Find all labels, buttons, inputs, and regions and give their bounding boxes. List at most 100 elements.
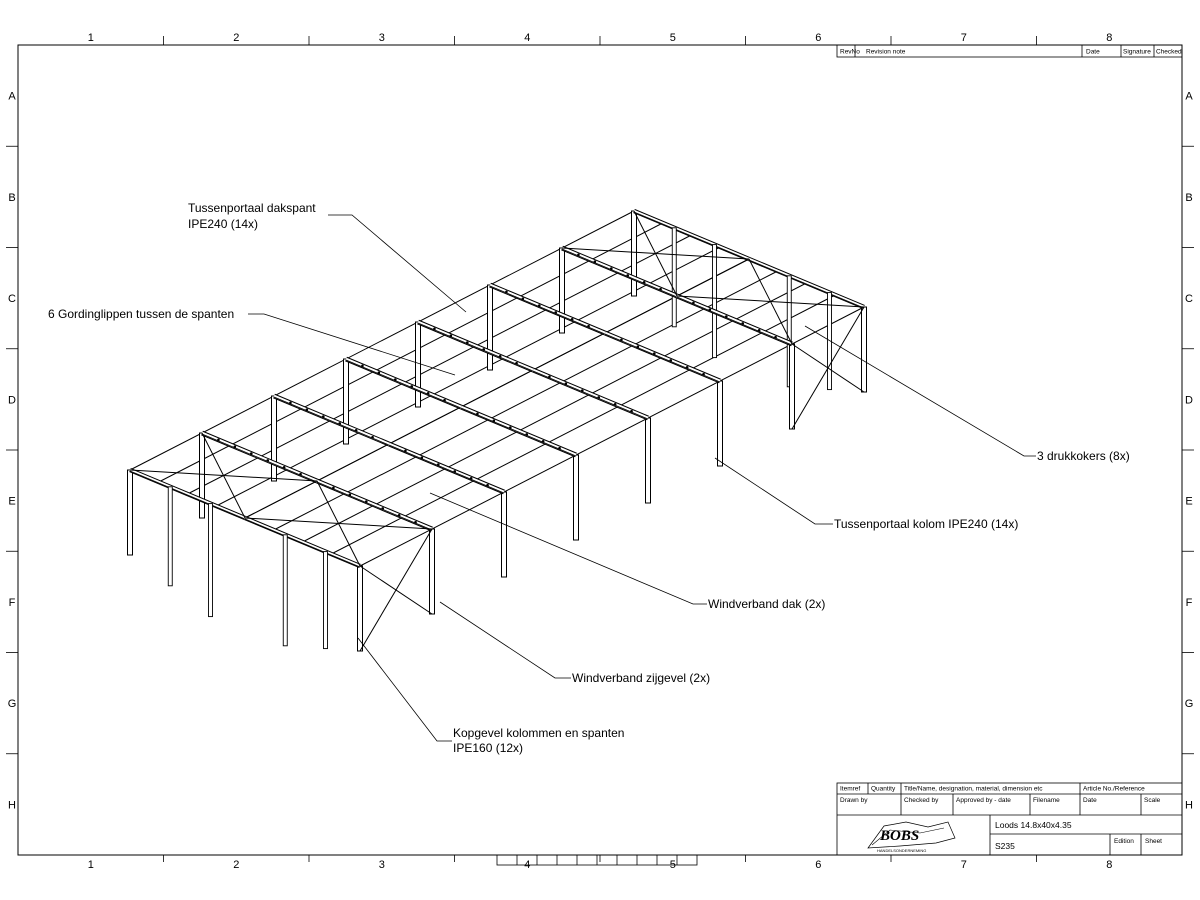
tb-title-value: Loods 14.8x40x4.35 [995,820,1072,830]
column-marker-bottom: 2 [233,859,239,871]
portal-rafter [417,320,534,372]
gording-lip [465,341,469,344]
callout-kopgevel-line2: IPE160 (12x) [453,741,523,755]
row-marker-right: D [1185,394,1193,406]
column-marker-top: 5 [670,32,676,44]
scale-bar [496,854,698,866]
gording-lip [332,486,335,490]
purlin [216,246,721,507]
portal-rafter-edge [316,481,433,531]
leader-windverband-dak [429,492,707,605]
row-marker-right: G [1185,698,1194,710]
gording-lip [305,408,309,412]
row-marker-left: H [8,799,16,811]
gording-lip [741,322,745,325]
callout-windverband-dak: Windverband dak (2x) [708,597,825,611]
revision-block: RevNo Revision note Date Signature Check… [836,44,1183,58]
gording-lip [282,465,286,469]
portal-rafter [129,468,246,520]
purlin [302,282,807,543]
gording-lip [420,456,424,460]
purlin [273,270,778,531]
tb-edition: Edition [1114,838,1134,845]
gable-column [671,227,677,328]
callout-drukkokers: 3 drukkokers (8x) [1037,449,1130,463]
gording-lip [508,426,512,429]
purlin [244,258,750,519]
gording-lip [433,327,436,331]
portal-rafter [345,357,462,409]
column-marker-bottom: 7 [961,859,967,871]
column-marker-top: 3 [379,32,385,44]
column-marker-top: 4 [524,32,530,44]
portal-column [559,247,565,334]
gording-lip [669,359,673,362]
gording-lip [515,361,518,365]
wall-wind-bracing [359,528,433,652]
gording-lip [482,348,486,351]
row-marker-left: C [8,293,16,305]
gording-lip [505,290,508,294]
gording-lip [577,253,580,257]
tb-scale: Scale [1144,797,1161,804]
gording-lip [436,463,440,466]
gording-lip [404,449,407,453]
tb-approved-by: Approved by - date [956,797,1011,804]
callout-dakspant-line1: Tussenportaal dakspant [188,201,316,215]
gording-lip [299,472,302,476]
gording-lip [593,260,597,264]
column-marker-top: 6 [815,32,821,44]
title-block: Itemref Quantity Title/Name, designation… [836,782,1183,856]
portal-rafter [201,431,318,483]
portal-rafter-edge [345,359,462,409]
portal-rafter [676,294,793,346]
portal-rafter [273,394,390,446]
portal-column [717,380,723,467]
gording-lip [613,402,617,406]
portal-rafter [532,368,649,420]
portal-rafter [633,209,750,261]
tb-itemref: Itemref [840,786,860,793]
gording-lip [492,419,496,423]
logo-subtext: HANDELSONDERNEMING [877,848,926,853]
portal-rafter-edge [388,444,505,494]
roof-wind-bracing [748,258,793,345]
gording-lip [537,304,541,307]
gording-lip [377,371,381,375]
wall-wind-bracing [791,306,865,430]
column-marker-top: 8 [1106,32,1112,44]
portal-rafter [316,479,433,531]
portal-rafter-edge [244,518,361,568]
column-marker-bottom: 3 [379,859,385,871]
row-marker-left: G [8,698,17,710]
leader-kopgevel [357,637,452,742]
portal-column [487,284,493,371]
gording-lip [338,422,342,425]
column-marker-top: 7 [961,32,967,44]
purlin [129,210,635,471]
gording-lip [414,520,417,524]
callout-windverband-zijgevel: Windverband zijgevel (2x) [572,671,710,685]
portal-column [271,395,277,482]
gording-lip [541,439,545,443]
portal-rafter-edge [489,285,606,335]
column-marker-top: 2 [233,32,239,44]
tb-sheet: Sheet [1145,838,1162,845]
portal-rafter-edge [460,407,577,457]
roof-wind-bracing [201,432,246,519]
purlin [359,306,865,567]
portal-rafter [561,246,678,298]
callout-kopgevel-line1: Kopgevel kolommen en spanten [453,726,624,740]
portal-rafter [748,257,865,309]
rev-header-checked: Checked [1156,49,1182,56]
portal-rafter [244,516,361,568]
gording-lip [469,476,473,480]
roof-wind-bracing [633,210,678,297]
gording-lip [642,280,646,284]
portal-column [861,306,867,393]
gording-lip [361,364,364,368]
gable-column [167,486,173,587]
steel-structure [127,208,867,652]
tb-date: Date [1083,797,1097,804]
